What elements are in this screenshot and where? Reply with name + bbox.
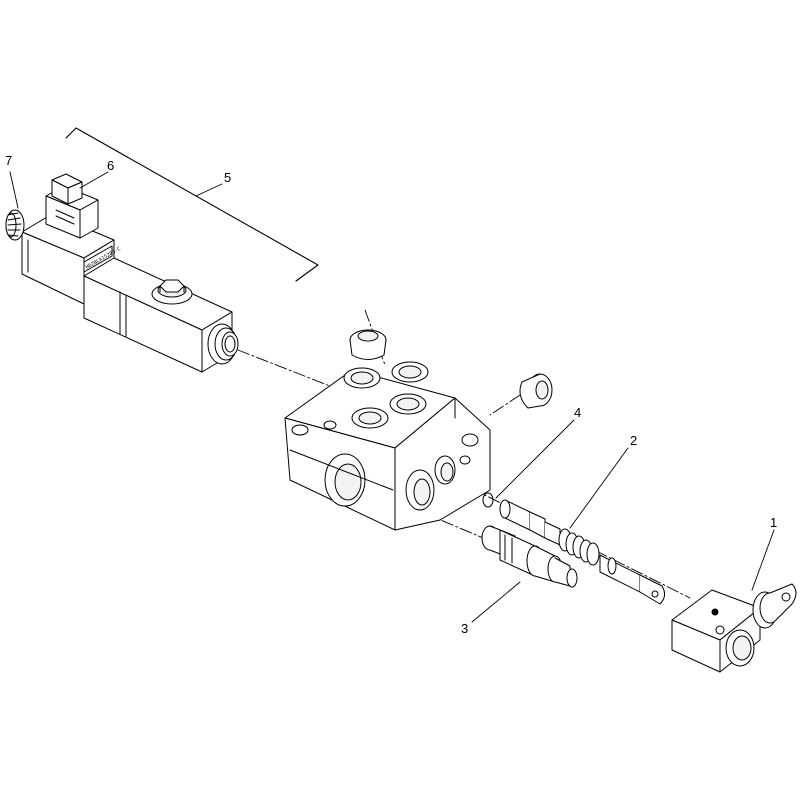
spool (499, 499, 666, 605)
o-ring (482, 492, 494, 508)
spool-spring (558, 528, 600, 566)
port-plug-side (519, 373, 553, 409)
solenoid-valve-assembly: HD2BLA15283-C (5, 173, 239, 373)
lever-housing (671, 583, 797, 673)
callout-2: 2 (630, 433, 637, 448)
callout-6: 6 (107, 158, 114, 173)
relief-valve-cartridge (481, 525, 578, 588)
leader-6 (79, 171, 109, 189)
hex-nut (151, 279, 193, 305)
callout-numbers: 1 2 3 4 5 6 7 (5, 153, 777, 636)
leader-1 (751, 529, 775, 591)
port-plug-top (349, 329, 387, 360)
leader-3 (471, 581, 521, 623)
valve-body (284, 361, 491, 531)
leader-4 (495, 419, 575, 499)
leader-7 (9, 171, 19, 209)
manual-override-knob (5, 209, 25, 241)
callout-4: 4 (574, 405, 581, 420)
threaded-spigot (207, 323, 239, 365)
callout-5: 5 (224, 170, 231, 185)
leader-lines (9, 171, 775, 623)
leader-5 (195, 183, 223, 197)
electrical-connector (45, 173, 99, 239)
callout-3: 3 (461, 621, 468, 636)
leader-2 (569, 447, 629, 529)
callout-1: 1 (770, 515, 777, 530)
callout-7: 7 (5, 153, 12, 168)
assembly-bracket-5 (65, 127, 319, 282)
